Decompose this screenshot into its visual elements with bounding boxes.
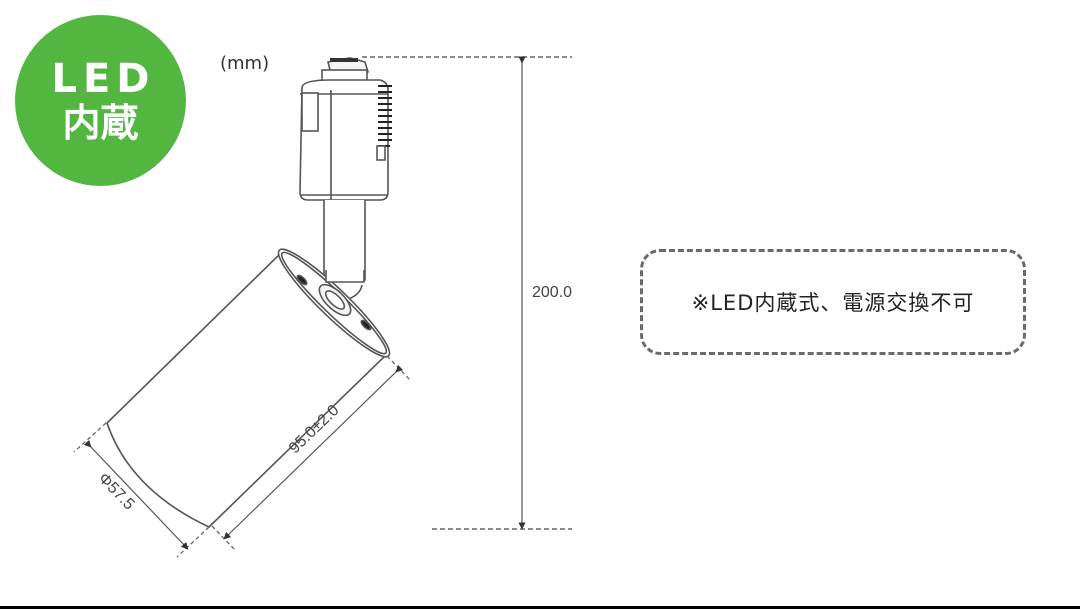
note-box: ※LED内蔵式、電源交換不可 — [640, 249, 1026, 355]
bottom-divider — [0, 606, 1080, 609]
badge-line-built-in: 内蔵 — [62, 100, 139, 145]
note-text: ※LED内蔵式、電源交換不可 — [691, 291, 975, 315]
track-adapter-icon — [299, 57, 392, 201]
height-dimension-label: 200.0 — [532, 284, 573, 301]
unit-label: (mm) — [220, 53, 270, 74]
led-built-in-badge: LED 内蔵 — [15, 15, 186, 186]
lamp-body-icon — [106, 248, 391, 528]
badge-line-led: LED — [51, 55, 156, 102]
dimension-lines — [73, 56, 572, 558]
